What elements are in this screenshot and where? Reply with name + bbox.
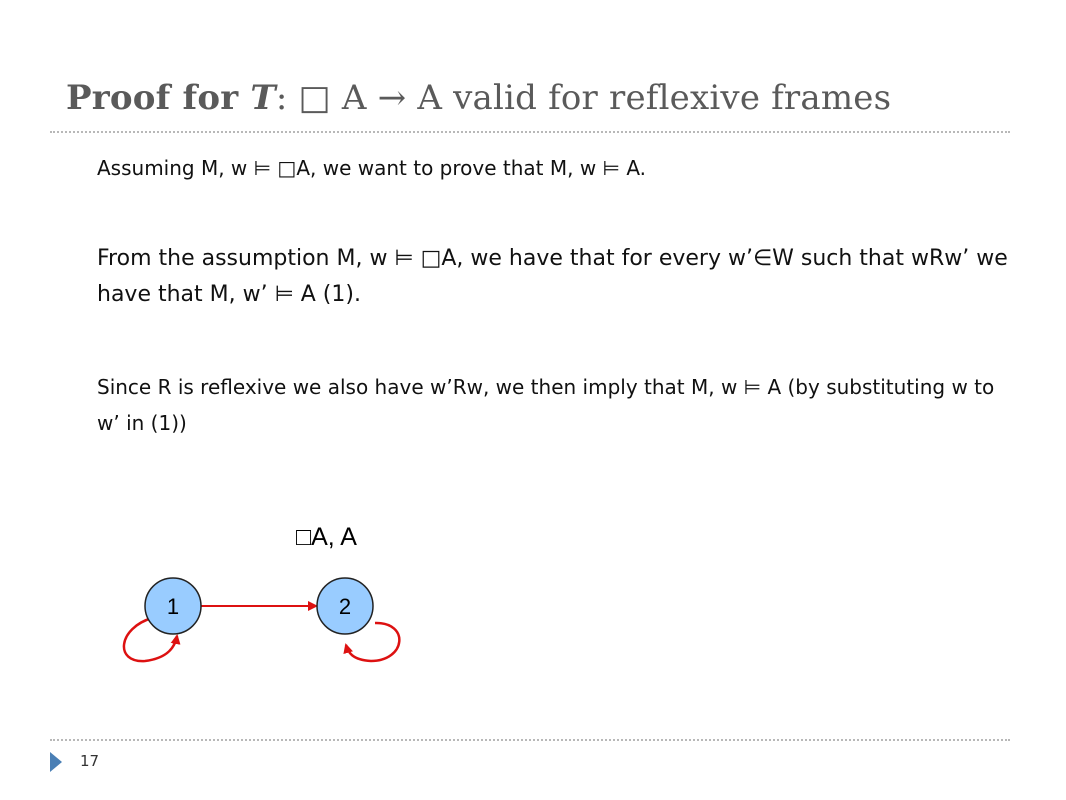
title-prefix: Proof for (66, 78, 251, 118)
title-rest: □ A → A valid for reflexive frames (298, 78, 892, 118)
kripke-frame-diagram: 1 2 (122, 577, 401, 663)
page-number: 17 (80, 752, 100, 770)
node-2-label: 2 (339, 594, 351, 619)
title-divider (50, 131, 1010, 133)
edge-2-self-loop (343, 621, 401, 663)
slide-title: Proof for T: □ A → A valid for reflexive… (66, 78, 891, 118)
paragraph-reflexive: Since R is reflexive we also have w’Rw, … (97, 375, 995, 435)
bullet-triangle-icon (50, 752, 62, 772)
node-1-label: 1 (167, 594, 179, 619)
title-emphasis: T (250, 78, 276, 118)
world-label: □A, A (296, 523, 357, 551)
node-1 (144, 577, 202, 635)
node-2 (316, 577, 374, 635)
edge-1-self-loop (122, 616, 181, 663)
footer-divider (50, 739, 1010, 741)
paragraph-assumption: Assuming M, w ⊨ □A, we want to prove tha… (97, 156, 647, 180)
title-colon: : (275, 78, 299, 118)
paragraph-from-assumption: From the assumption M, w ⊨ □A, we have t… (97, 246, 1008, 307)
